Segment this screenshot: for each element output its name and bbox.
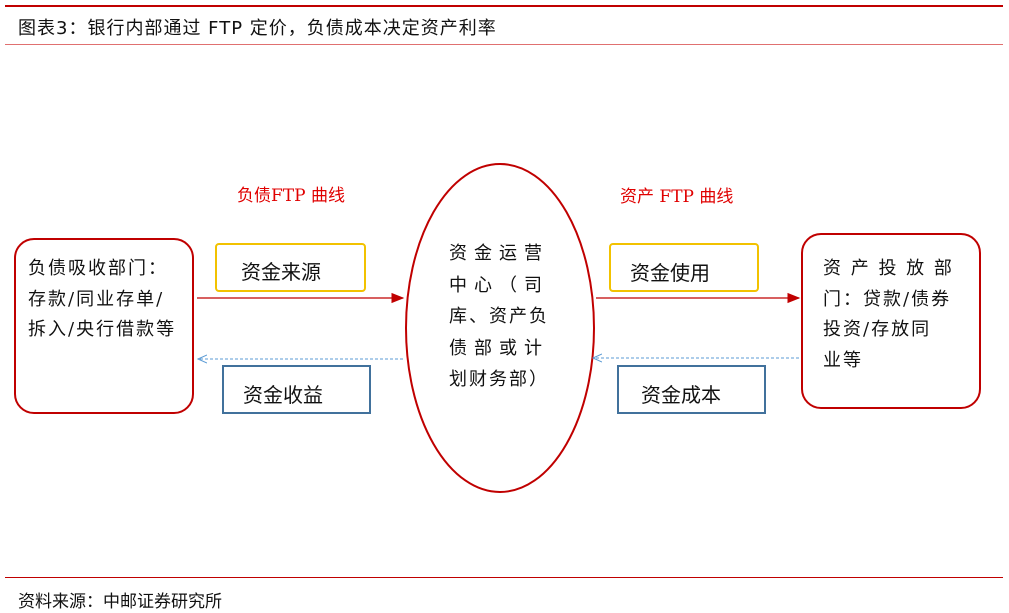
- center-ellipse: [405, 163, 595, 493]
- asset-dept-line: 投资/存放同: [823, 319, 932, 340]
- center-line: 库、资产负: [449, 306, 549, 327]
- center-line: 中心（司: [449, 274, 549, 296]
- bottom-rule: [5, 577, 1003, 578]
- fund-income-box: 资金收益: [222, 365, 371, 414]
- liability-dept-line: 负债吸收部门：: [28, 258, 168, 279]
- fund-cost-box: 资金成本: [617, 365, 766, 414]
- asset-ftp-curve-label: 资产 FTP 曲线: [620, 187, 734, 207]
- liability-dept-line: 存款/同业存单/: [28, 288, 165, 310]
- figure-title: 图表3：银行内部通过 FTP 定价，负债成本决定资产利率: [18, 18, 497, 39]
- fund-source-box: 资金来源: [215, 243, 366, 292]
- asset-dept-line: 业等: [823, 349, 863, 371]
- asset-dept-line: 资 产 投 放 部: [823, 258, 954, 279]
- title-rule: [5, 44, 1003, 45]
- fund-source-label: 资金来源: [241, 260, 321, 284]
- fund-use-box: 资金使用: [609, 243, 759, 292]
- fund-use-label: 资金使用: [630, 261, 710, 285]
- top-rule: [5, 5, 1003, 7]
- center-line: 资金运营: [449, 243, 549, 264]
- fund-income-label: 资金收益: [243, 383, 323, 407]
- liability-ftp-curve-label: 负债FTP 曲线: [237, 186, 345, 206]
- asset-dept-box: 资 产 投 放 部 门：贷款/债券 投资/存放同 业等: [801, 233, 981, 409]
- center-line: 划财务部）: [449, 369, 549, 390]
- center-text: 资金运营 中心（司 库、资产负 债部或计 划财务部）: [449, 238, 549, 396]
- source-note: 资料来源：中邮证券研究所: [18, 592, 222, 612]
- liability-dept-line: 拆入/央行借款等: [28, 319, 177, 340]
- liability-dept-box: 负债吸收部门： 存款/同业存单/ 拆入/央行借款等: [14, 238, 194, 414]
- asset-dept-line: 门：贷款/债券: [823, 288, 952, 310]
- fund-cost-label: 资金成本: [641, 383, 721, 407]
- center-line: 债部或计: [449, 337, 549, 359]
